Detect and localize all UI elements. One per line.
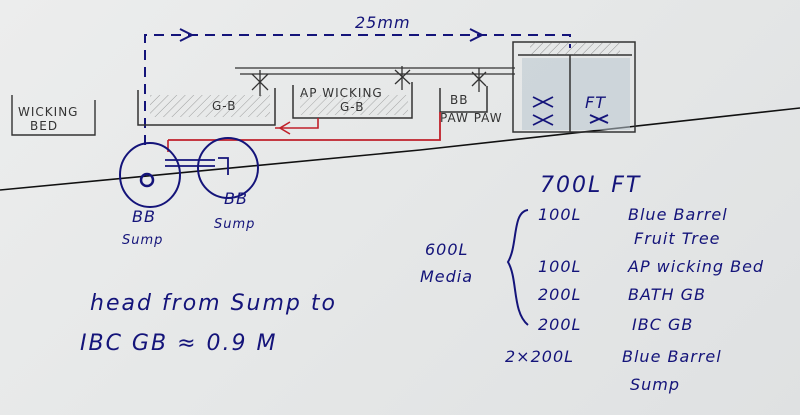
- ap-wicking-outline: [292, 82, 413, 119]
- barrel-desc-2: Sump: [630, 375, 680, 394]
- ap-wicking-water: [300, 95, 408, 115]
- fish-tank-top-hatch: [530, 42, 620, 55]
- fish-icon: [532, 96, 609, 126]
- barrel-qty: 2×200L: [505, 347, 574, 366]
- item-desc-4: IBC GB: [632, 315, 693, 334]
- item-desc-2: AP wicking Bed: [627, 257, 764, 276]
- item-desc-1: Blue Barrel: [628, 205, 728, 224]
- right-sump-label-2: Sump: [214, 217, 255, 232]
- distance-arrow-icon-2: [469, 28, 485, 42]
- red-return-line: [168, 112, 441, 141]
- sump-pipe: [218, 157, 229, 175]
- right-sump-circle: [197, 137, 259, 199]
- pawpaw-valve-icon: [471, 68, 487, 92]
- total-capacity: 700L FT: [540, 173, 641, 198]
- ground-line: [0, 107, 800, 191]
- left-sump-circle: [119, 142, 181, 208]
- wicking-bed-label-2: BED: [30, 119, 58, 133]
- gb-bed-outline: [137, 88, 276, 126]
- item-vol-2: 100L: [538, 257, 581, 276]
- gb-bed-label: G-B: [212, 99, 236, 113]
- item-desc-1b: Fruit Tree: [634, 229, 721, 248]
- left-sump-pump-icon: [139, 172, 155, 188]
- item-vol-3: 200L: [538, 285, 581, 304]
- media-label: Media: [420, 267, 473, 286]
- ap-valve-icon: [394, 66, 411, 90]
- barrel-desc: Blue Barrel: [622, 347, 722, 366]
- fish-tank-label: FT: [585, 93, 606, 112]
- media-brace: [506, 209, 529, 326]
- item-vol-1: 100L: [538, 205, 581, 224]
- head-note-line2: IBC GB ≈ 0.9 M: [80, 331, 277, 356]
- bb-pawpaw-label: BB: [450, 93, 468, 107]
- overhead-pipe: [235, 67, 515, 75]
- gb-valve-icon: [251, 70, 269, 96]
- ap-wicking-label: AP WICKING: [300, 86, 383, 100]
- left-sump-label-2: Sump: [122, 233, 163, 248]
- item-desc-3: BATH GB: [628, 285, 706, 304]
- red-return-line-2: [275, 118, 319, 129]
- right-sump-label: BB: [224, 189, 248, 208]
- left-sump-label: BB: [132, 207, 156, 226]
- head-note-line1: head from Sump to: [90, 291, 337, 316]
- ap-wicking-label-2: G-B: [340, 100, 364, 114]
- wicking-bed-outline: [11, 95, 96, 136]
- bb-pawpaw-label-2: PAW PAW: [440, 111, 503, 125]
- distance-arrow-icon: [179, 28, 195, 42]
- wicking-bed-label: WICKING: [18, 105, 78, 119]
- item-vol-4: 200L: [538, 315, 581, 334]
- distance-dashed-line: [144, 34, 571, 145]
- red-arrow-icon: [278, 121, 291, 135]
- bb-pawpaw-outline: [439, 86, 488, 113]
- media-total: 600L: [425, 240, 468, 259]
- sump-connector: [165, 159, 215, 167]
- gb-bed-water: [150, 95, 270, 117]
- fish-tank-water: [522, 58, 630, 130]
- distance-label: 25mm: [355, 13, 411, 32]
